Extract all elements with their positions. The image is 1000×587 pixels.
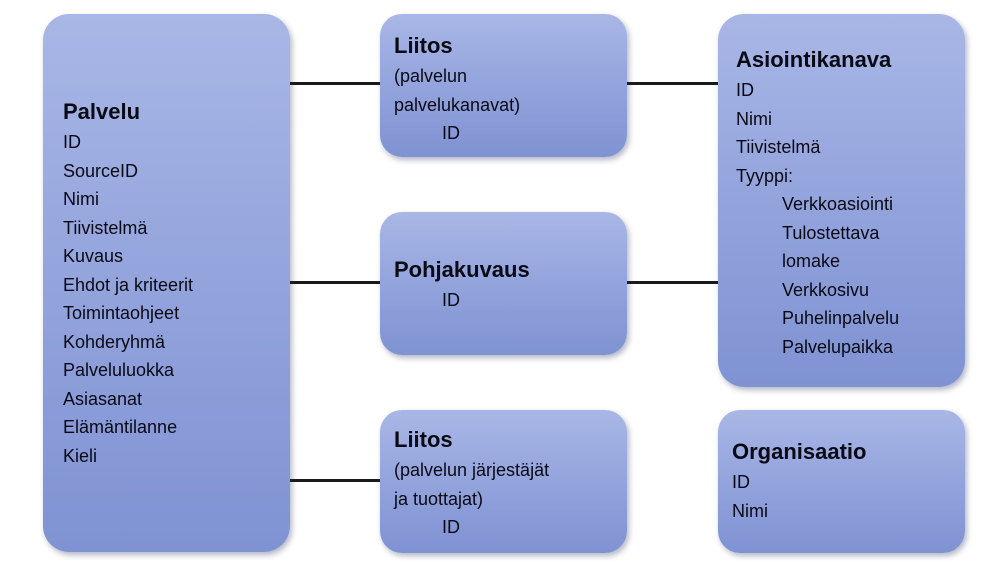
field-item: ID	[736, 80, 754, 100]
field-item: Asiasanat	[63, 388, 143, 409]
entity-title: Asiointikanava	[736, 47, 892, 72]
field-item: lomake	[782, 251, 841, 271]
field-item: Nimi	[63, 189, 99, 209]
entity-title: Organisaatio	[732, 439, 867, 464]
field-item: Tulostettava	[782, 222, 880, 243]
field-item: Toimintaohjeet	[63, 303, 180, 323]
field-item: Puhelinpalvelu	[782, 308, 900, 328]
connector-liitos-kanavat-asiointikanava	[624, 82, 721, 85]
field-item: Elämäntilanne	[63, 417, 178, 437]
entity-organisaatio: Organisaatio ID Nimi	[718, 410, 965, 553]
field-item: Kuvaus	[63, 246, 124, 266]
field-item: Verkkosivu	[782, 279, 870, 300]
field-id: ID	[442, 123, 460, 143]
field-item: Verkkoasiointi	[782, 194, 894, 214]
field-item: SourceID	[63, 160, 139, 181]
type-label: Tyyppi:	[736, 165, 794, 186]
connector-palvelu-pohjakuvaus	[288, 281, 383, 284]
connector-palvelu-liitos-kanavat	[288, 82, 383, 85]
entity-title: Palvelu	[63, 99, 141, 124]
field-item: Kieli	[63, 445, 98, 466]
field-item: Nimi	[736, 108, 772, 129]
field-item: Tiivistelmä	[63, 217, 148, 238]
field-item: Nimi	[732, 500, 768, 521]
entity-subtitle-line-1: (palvelun järjestäjät	[394, 460, 550, 480]
field-item: Tiivistelmä	[736, 137, 821, 157]
connector-palvelu-liitos-jarjestajat	[288, 479, 383, 482]
field-item: Palvelupaikka	[782, 336, 894, 357]
field-item: ID	[732, 472, 750, 492]
field-item: Ehdot ja kriteerit	[63, 274, 194, 295]
entity-title: Liitos	[394, 427, 453, 452]
field-id: ID	[442, 290, 460, 310]
entity-subtitle-line-2: ja tuottajat)	[394, 488, 484, 509]
entity-title: Liitos	[394, 33, 453, 58]
entity-liitos-palvelukanavat: Liitos (palvelun palvelukanavat) ID	[380, 14, 627, 157]
entity-pohjakuvaus: Pohjakuvaus ID	[380, 212, 627, 355]
connector-pohjakuvaus-asiointikanava	[624, 281, 721, 284]
entity-subtitle-line-1: (palvelun	[394, 66, 468, 86]
entity-title: Pohjakuvaus	[394, 257, 530, 282]
field-id: ID	[442, 517, 460, 537]
field-item: Palveluluokka	[63, 360, 175, 380]
field-list: ID Nimi	[732, 468, 947, 525]
entity-subtitle-line-2: palvelukanavat)	[394, 94, 521, 115]
entity-liitos-jarjestajat-tuottajat: Liitos (palvelun järjestäjät ja tuottaja…	[380, 410, 627, 553]
field-item: Kohderyhmä	[63, 331, 166, 352]
field-item: ID	[63, 132, 81, 152]
